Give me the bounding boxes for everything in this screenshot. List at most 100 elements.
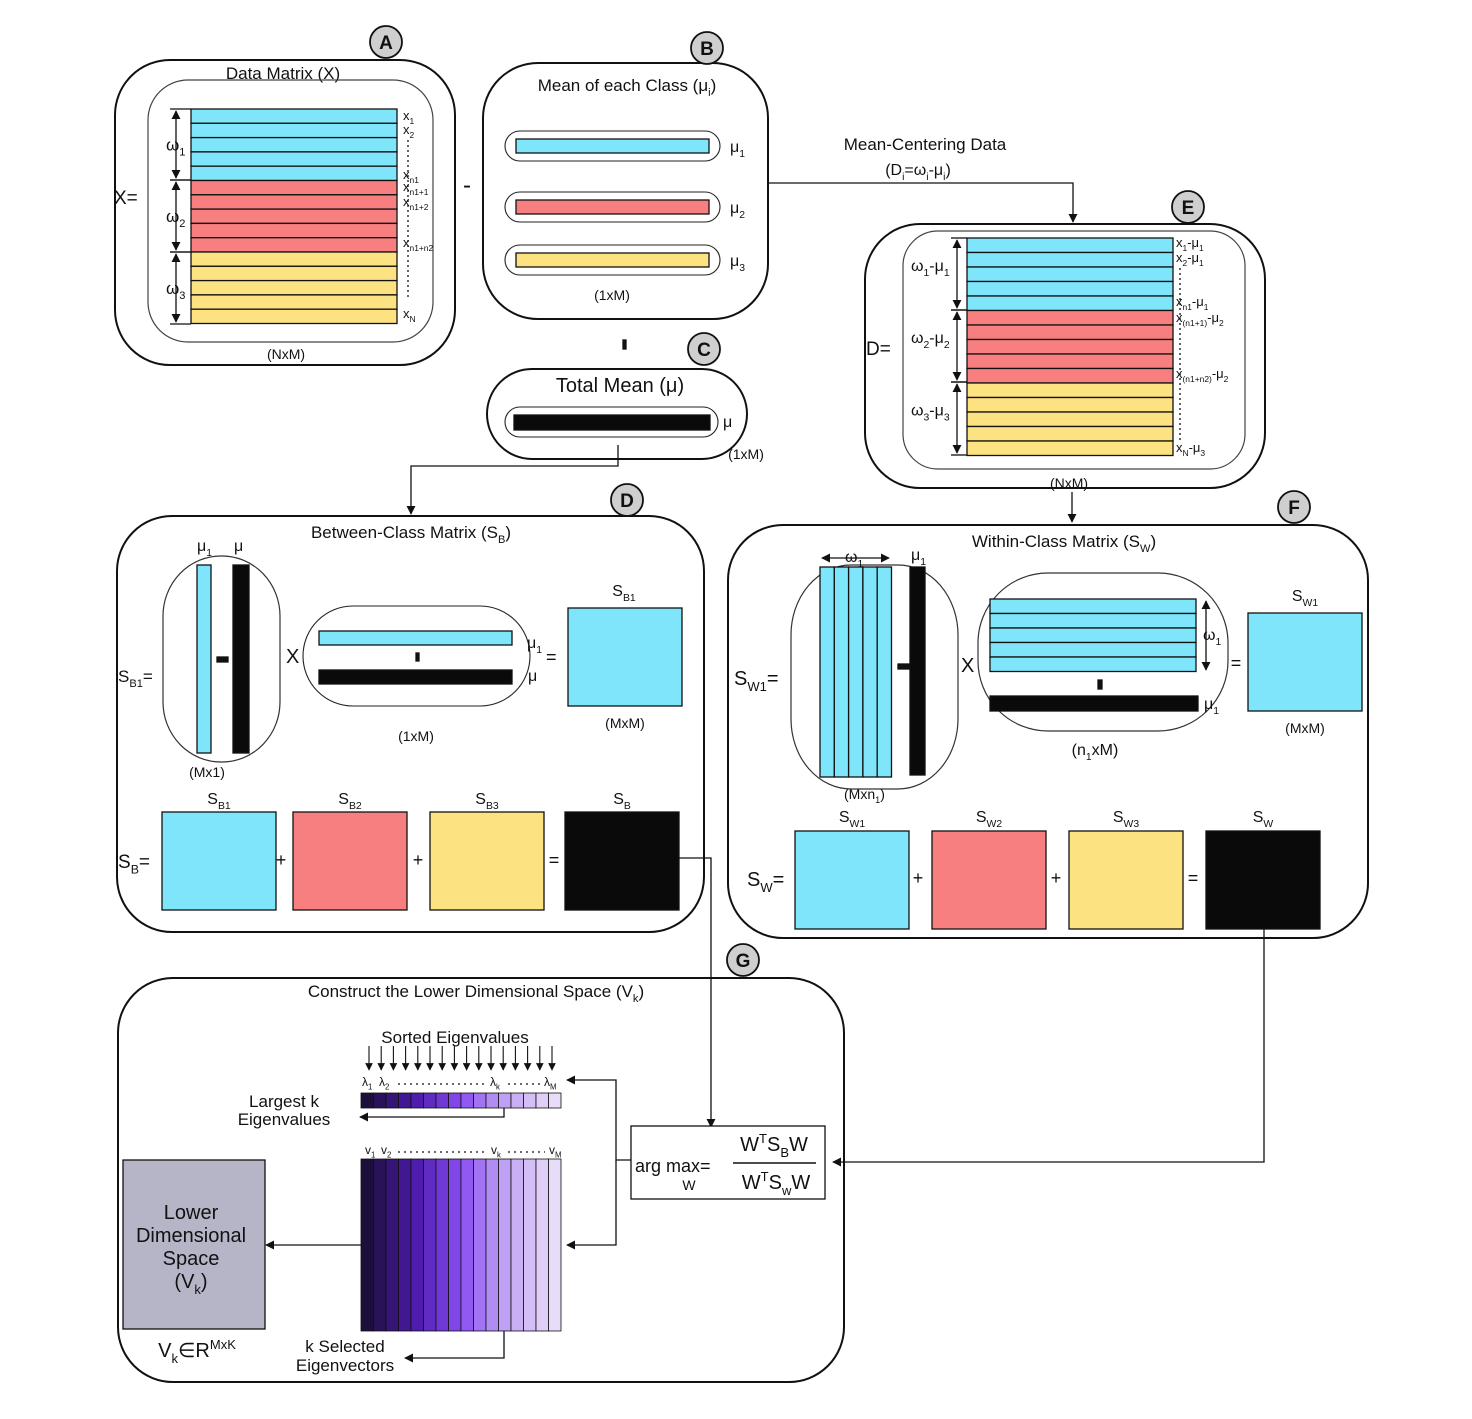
sw1-column-bracket bbox=[790, 564, 959, 790]
sw1-matrix bbox=[1247, 612, 1363, 712]
mean-label: μ1 bbox=[730, 139, 745, 160]
eigenvalue-cell bbox=[473, 1092, 487, 1109]
mu1-row-label-f: μ1 bbox=[1204, 696, 1219, 717]
panel-c-dims: (1xM) bbox=[728, 446, 764, 462]
data-row bbox=[190, 179, 398, 196]
centered-row bbox=[966, 309, 1174, 326]
centered-row bbox=[966, 280, 1174, 297]
centered-row bbox=[966, 237, 1174, 254]
data-row bbox=[190, 122, 398, 139]
data-row bbox=[190, 294, 398, 310]
minus-sw1-row bbox=[1097, 679, 1103, 690]
eigenvalue-cell bbox=[435, 1092, 449, 1109]
arrow-argmax-to-eigenvectors bbox=[566, 1160, 617, 1250]
dims-mx1: (Mx1) bbox=[189, 764, 225, 780]
panel-c-frame bbox=[486, 368, 748, 460]
lambda-m: λM bbox=[544, 1075, 557, 1092]
sb-term-label: SB bbox=[613, 791, 631, 812]
sw-term-2 bbox=[931, 830, 1047, 930]
eigenvector-column bbox=[460, 1158, 474, 1332]
arrow-c-to-d bbox=[406, 445, 619, 515]
eigenvalue-cell bbox=[510, 1092, 524, 1109]
mu1-col-label: μ1 bbox=[197, 538, 212, 559]
sw1-label: SW1 bbox=[1292, 588, 1318, 609]
panel-g-title: Construct the Lower Dimensional Space (V… bbox=[308, 982, 644, 1005]
centered-row-label: xN-μ3 bbox=[1176, 440, 1205, 458]
data-row bbox=[190, 279, 398, 296]
v-1: v1 bbox=[365, 1143, 375, 1160]
omega1-row bbox=[989, 612, 1197, 629]
sw-lhs: SW= bbox=[747, 869, 784, 895]
data-row bbox=[190, 222, 398, 239]
eigenvector-column bbox=[360, 1158, 374, 1332]
row-label-x: xn1+2 bbox=[403, 194, 429, 212]
panel-e-dims: (NxM) bbox=[1050, 475, 1088, 491]
centered-omega-label: ω2-μ2 bbox=[911, 330, 950, 351]
panel-d-badge-label: D bbox=[620, 491, 634, 512]
lambda-1: λ1 bbox=[362, 1075, 372, 1092]
mean-centering-formula: (Di=ωi-μi) bbox=[885, 162, 951, 183]
centered-row bbox=[966, 411, 1174, 428]
centered-row-label: x2-μ1 bbox=[1176, 250, 1204, 268]
centered-row-label: x(n1+n2)-μ2 bbox=[1176, 366, 1229, 384]
centered-row-label: x(n1+1)-μ2 bbox=[1176, 310, 1224, 328]
sb-term-label: SB2 bbox=[338, 791, 362, 812]
v-m: vM bbox=[549, 1143, 562, 1160]
omega1-row bbox=[989, 656, 1197, 673]
mean-bar-outline bbox=[504, 130, 721, 162]
largest-k-label-1: Largest k bbox=[249, 1092, 319, 1111]
argmax-denominator: WTSwW bbox=[742, 1169, 811, 1198]
data-row bbox=[190, 108, 398, 124]
centered-row-label: x1-μ1 bbox=[1176, 235, 1204, 253]
centered-row bbox=[966, 382, 1174, 399]
eigenvalue-cell bbox=[535, 1092, 549, 1109]
omega1-col-label: ω1 bbox=[845, 549, 864, 570]
arrow-f-to-g bbox=[832, 929, 1265, 1167]
panel-a-inner bbox=[147, 79, 434, 343]
dims-mxm-f: (MxM) bbox=[1285, 720, 1325, 736]
sw1-lhs: SW1= bbox=[734, 668, 779, 694]
omega-label: ω2 bbox=[166, 207, 185, 230]
mu1-row-f bbox=[989, 695, 1199, 712]
omega1-row bbox=[989, 598, 1197, 615]
panel-a-title: Data Matrix (X) bbox=[226, 64, 340, 83]
sb1-lhs: SB1= bbox=[118, 667, 153, 690]
eigenvector-column bbox=[510, 1158, 524, 1332]
v-k: vk bbox=[491, 1143, 501, 1160]
sw-term-label: SW2 bbox=[976, 809, 1002, 830]
eigenvalue-cell bbox=[360, 1092, 374, 1109]
row-label-x: x1 bbox=[403, 108, 415, 126]
lower-space-label-4: (Vk) bbox=[174, 1271, 207, 1297]
dims-mxn1: (Mxn1) bbox=[844, 786, 885, 805]
eigenvector-column bbox=[523, 1158, 537, 1332]
data-row bbox=[190, 208, 398, 225]
eigenvector-column bbox=[398, 1158, 412, 1332]
mu1-col-label-f: μ1 bbox=[911, 547, 926, 568]
eigenvalue-cell bbox=[460, 1092, 474, 1109]
eigenvector-column bbox=[373, 1158, 387, 1332]
sw-term-3 bbox=[1068, 830, 1184, 930]
centered-row bbox=[966, 295, 1174, 312]
lambda-k: λk bbox=[490, 1075, 500, 1092]
mean-centering-label: Mean-Centering Data bbox=[844, 135, 1007, 154]
minus-sw1 bbox=[897, 663, 910, 670]
omega1-row bbox=[989, 641, 1197, 658]
mu-column bbox=[232, 564, 250, 754]
eigenvector-column bbox=[485, 1158, 499, 1332]
sb-term-4 bbox=[564, 811, 680, 911]
panel-b-title: Mean of each Class (μi) bbox=[538, 76, 717, 99]
arrow-selected-k bbox=[404, 1331, 505, 1363]
mean-bar-1 bbox=[515, 138, 710, 154]
row-label-x: xn1 bbox=[403, 167, 419, 185]
sb1-row-bracket bbox=[302, 605, 531, 707]
omega1-column bbox=[876, 566, 893, 778]
eq-d: = bbox=[549, 850, 560, 870]
data-row bbox=[190, 251, 398, 267]
panel-b-badge bbox=[690, 31, 724, 65]
eigenvector-column bbox=[535, 1158, 549, 1332]
argmax-numerator: WTSBW bbox=[740, 1131, 808, 1160]
lambda-2: λ2 bbox=[379, 1075, 389, 1092]
plus-f2: + bbox=[1051, 868, 1062, 888]
omega1-column bbox=[862, 566, 878, 778]
times-sw1: X bbox=[961, 655, 974, 677]
